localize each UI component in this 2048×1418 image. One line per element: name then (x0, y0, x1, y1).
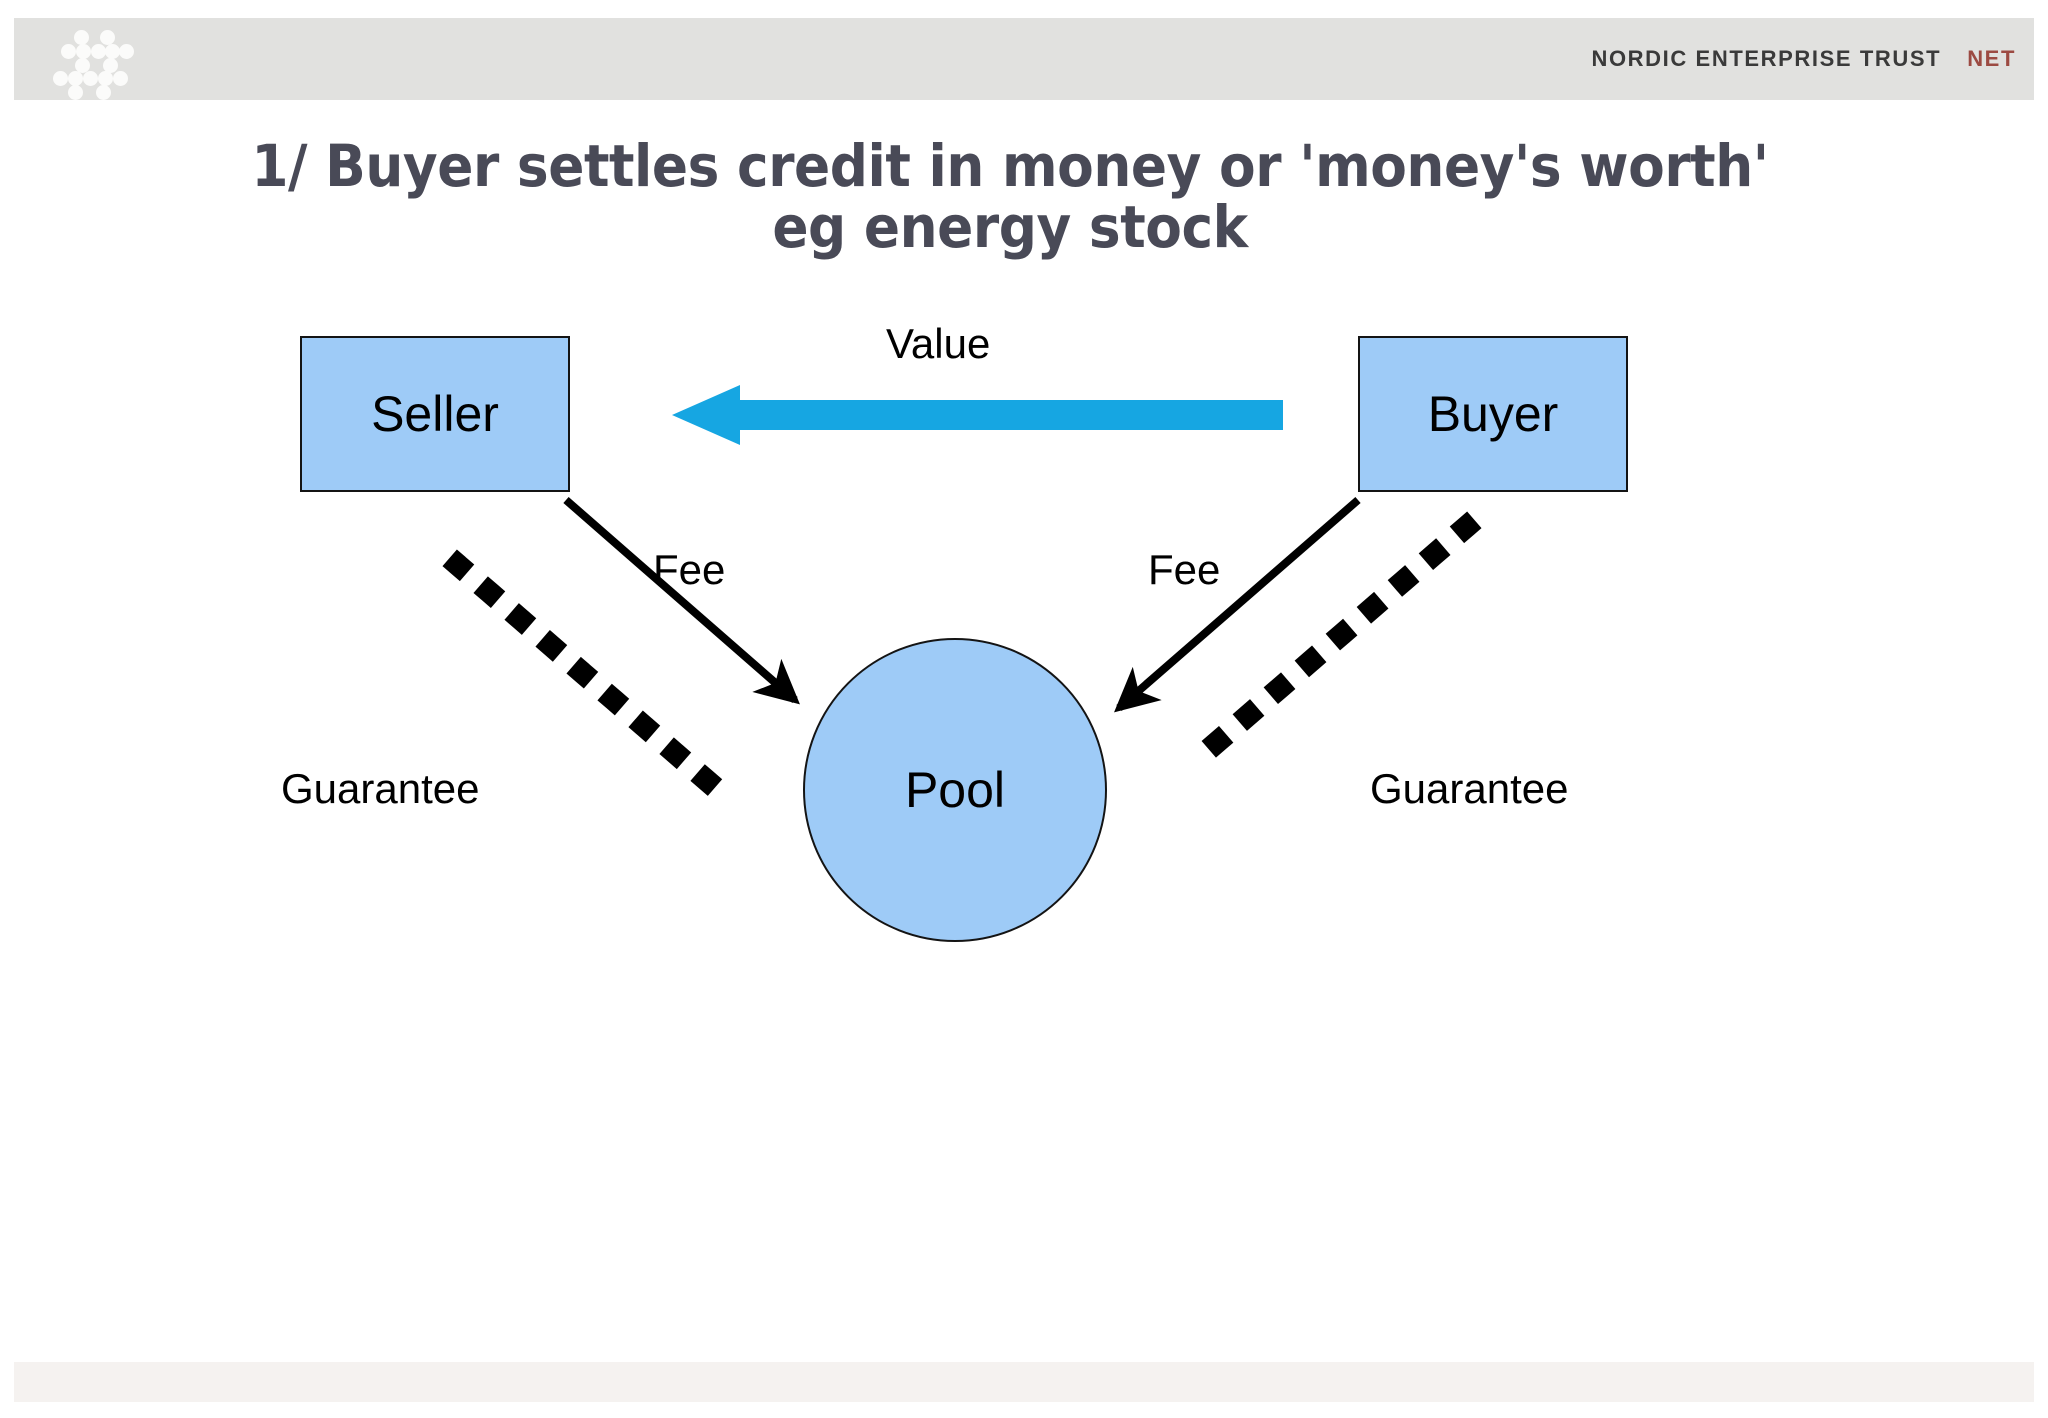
edge-guarantee-left (442, 549, 728, 801)
edge-label-fee-left: Fee (653, 546, 726, 593)
page-header-bar: NORDIC ENTERPRISE TRUST NET (14, 18, 2034, 100)
page-title: 1/ Buyer settles credit in money or 'mon… (136, 136, 1884, 258)
page-footer-band (14, 1362, 2034, 1402)
edge-guarantee-right (1192, 511, 1482, 766)
edge-label-guarantee-right: Guarantee (1370, 765, 1569, 812)
nordic-dot-logo-icon (46, 28, 138, 100)
edge-label-guarantee-left: Guarantee (281, 765, 480, 812)
node-buyer[interactable]: Buyer (1358, 336, 1628, 492)
brand-name: NORDIC ENTERPRISE TRUST (1591, 46, 1942, 71)
edge-value (672, 385, 1283, 445)
brand-abbreviation: NET (1967, 46, 2016, 71)
edge-label-fee-right: Fee (1148, 546, 1221, 593)
page-title-line-2: eg energy stock (772, 192, 1248, 261)
node-seller[interactable]: Seller (300, 336, 570, 492)
page-title-line-1: 1/ Buyer settles credit in money or 'mon… (251, 132, 1769, 200)
edge-fee-right (1114, 496, 1361, 713)
brand-lockup: NORDIC ENTERPRISE TRUST NET (1591, 46, 2016, 72)
node-pool[interactable]: Pool (803, 638, 1107, 942)
edge-label-value: Value (886, 320, 991, 367)
edge-fee-left (563, 496, 800, 705)
